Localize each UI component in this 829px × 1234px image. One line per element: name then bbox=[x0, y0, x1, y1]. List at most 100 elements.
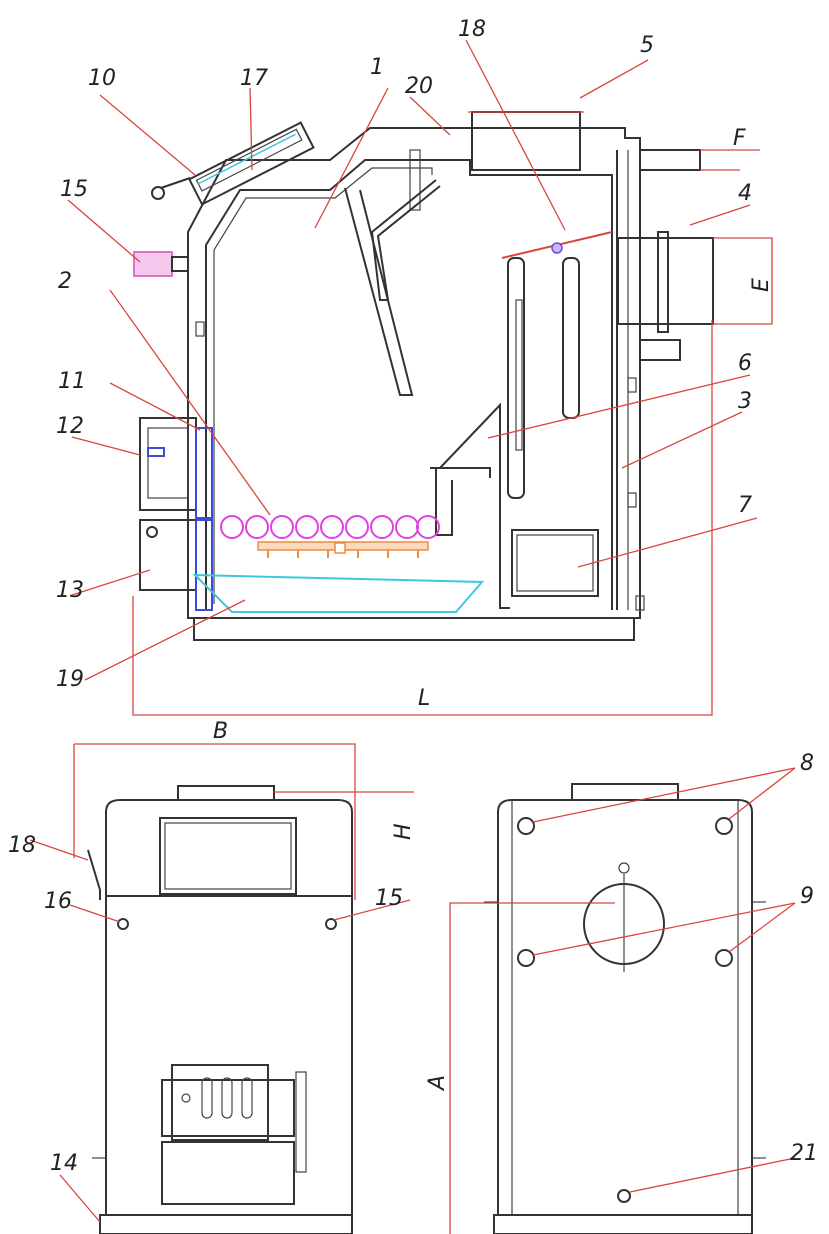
callout-1: 1 bbox=[370, 55, 384, 80]
leader-8b bbox=[728, 767, 796, 820]
leader-14 bbox=[59, 1174, 101, 1223]
rear-top-outlet bbox=[571, 783, 679, 801]
dim-B: B bbox=[213, 719, 228, 744]
jacket-clip-4 bbox=[195, 321, 205, 337]
rear-damper-knob bbox=[618, 862, 630, 874]
boiler-outer-shell bbox=[187, 127, 641, 619]
front-door-slot-3 bbox=[241, 1077, 253, 1119]
callout-6: 6 bbox=[738, 351, 752, 376]
callout-9: 9 bbox=[800, 884, 814, 909]
burner-rings bbox=[220, 515, 440, 539]
callout-5: 5 bbox=[640, 33, 654, 58]
front-door-upper bbox=[161, 1079, 295, 1137]
rear-port-8-right bbox=[715, 817, 733, 835]
callout-11: 11 bbox=[58, 369, 86, 394]
front-body bbox=[105, 799, 353, 1216]
base-plate bbox=[193, 617, 635, 641]
side-valve bbox=[133, 251, 173, 277]
exchanger-tube-2 bbox=[562, 257, 580, 419]
front-top-outlet bbox=[177, 785, 275, 801]
rear-port-9-right bbox=[715, 949, 733, 967]
front-port-15 bbox=[325, 918, 337, 930]
upper-door-handle bbox=[147, 447, 165, 457]
front-base bbox=[99, 1214, 353, 1234]
front-port-16 bbox=[117, 918, 129, 930]
upper-door-panel bbox=[147, 427, 189, 499]
callout-17: 17 bbox=[240, 66, 268, 91]
exchanger-tube-3 bbox=[515, 299, 523, 451]
leader-lines-side bbox=[67, 39, 758, 681]
left-support-bar bbox=[409, 149, 421, 211]
dim-H: H bbox=[391, 823, 416, 840]
leader-9a bbox=[532, 902, 796, 956]
dim-E: E bbox=[749, 278, 774, 292]
flue-damper bbox=[657, 231, 669, 333]
callout-18-front: 18 bbox=[8, 833, 36, 858]
leader-18-front bbox=[29, 839, 89, 861]
side-section-view bbox=[67, 39, 773, 716]
callout-10: 10 bbox=[88, 66, 116, 91]
flue-outlet bbox=[617, 237, 714, 325]
cleaning-hatch-inner bbox=[516, 534, 594, 592]
sensor-bulb bbox=[551, 242, 563, 254]
callout-20: 20 bbox=[405, 74, 433, 99]
cleaning-hatch bbox=[511, 529, 599, 597]
rear-view bbox=[449, 767, 796, 1234]
callout-14: 14 bbox=[50, 1151, 78, 1176]
deflector-plate bbox=[439, 402, 510, 609]
jacket-clip-2 bbox=[627, 492, 637, 508]
inner-baffle-2 bbox=[370, 179, 441, 301]
dim-F: F bbox=[733, 126, 746, 151]
jacket-clip-1 bbox=[627, 377, 637, 393]
deflector-hook bbox=[430, 467, 491, 536]
callout-8: 8 bbox=[800, 751, 814, 776]
front-door-hinge bbox=[295, 1071, 307, 1173]
leader-8a bbox=[532, 767, 796, 823]
rear-body bbox=[497, 799, 753, 1216]
ash-pan bbox=[192, 573, 485, 613]
fire-grate-center bbox=[334, 542, 346, 554]
leader-15-front bbox=[333, 899, 411, 921]
top-outlet-collar bbox=[471, 111, 581, 171]
side-valve-pipe bbox=[171, 256, 189, 272]
rear-base bbox=[493, 1214, 753, 1234]
front-view bbox=[29, 743, 414, 1234]
leader-16 bbox=[69, 904, 121, 923]
dim-L: L bbox=[418, 686, 430, 711]
dimension-line-E bbox=[713, 237, 773, 325]
front-flue-box-inner bbox=[164, 822, 292, 890]
callout-18: 18 bbox=[458, 17, 486, 42]
front-hook-18 bbox=[87, 849, 101, 900]
callout-2: 2 bbox=[58, 269, 72, 294]
front-flue-box bbox=[159, 817, 297, 895]
rear-port-9-left bbox=[517, 949, 535, 967]
callout-19: 19 bbox=[56, 667, 84, 692]
supply-pipe bbox=[639, 149, 701, 171]
callout-16: 16 bbox=[44, 889, 72, 914]
leader-21 bbox=[629, 1157, 796, 1193]
loading-door-handle-knob bbox=[151, 186, 165, 200]
callout-13: 13 bbox=[56, 578, 84, 603]
lower-door-knob bbox=[146, 526, 158, 538]
dimension-line-B bbox=[73, 743, 356, 900]
callout-15-front: 15 bbox=[375, 886, 403, 911]
leader-9b bbox=[728, 902, 796, 953]
callout-labels: 1 2 3 4 5 6 7 8 9 10 11 12 13 14 15 16 1… bbox=[8, 17, 818, 1176]
front-door-slot-2 bbox=[221, 1077, 233, 1119]
dimension-line-A bbox=[449, 902, 615, 1234]
jacket-clip-3 bbox=[635, 595, 645, 611]
lower-door-frame bbox=[195, 519, 213, 611]
callout-21: 21 bbox=[790, 1141, 818, 1166]
return-pipe bbox=[639, 339, 681, 361]
front-door-lower bbox=[161, 1141, 295, 1205]
dim-A: A bbox=[425, 1075, 450, 1092]
loading-door bbox=[188, 121, 315, 206]
callout-4: 4 bbox=[738, 181, 752, 206]
callout-7: 7 bbox=[738, 493, 752, 518]
callout-15: 15 bbox=[60, 177, 88, 202]
callout-12: 12 bbox=[56, 414, 84, 439]
upper-door-frame bbox=[195, 427, 213, 519]
front-door-knob bbox=[181, 1093, 191, 1103]
exchanger-tube-1 bbox=[507, 257, 525, 499]
